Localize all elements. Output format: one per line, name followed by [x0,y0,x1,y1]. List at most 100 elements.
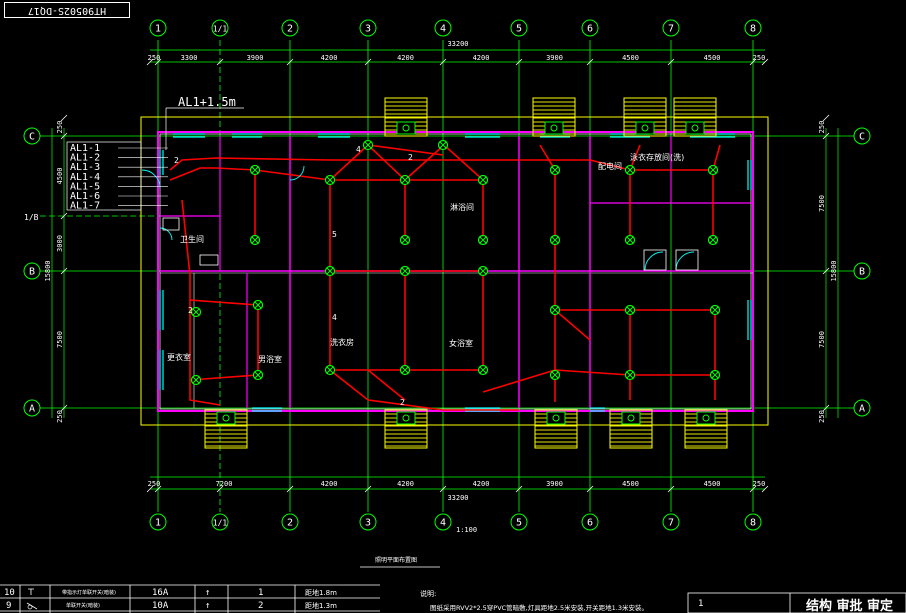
grid-bubble-column: 6 [581,513,599,531]
panel-circuit: AL1-1 [70,143,100,154]
grid-bubble-column: 4 [434,513,452,531]
grid-bubble-row: C [853,127,871,145]
sheet-code: HT90502S-DQ17 [4,2,130,18]
dimension-value: 7500 [818,195,826,212]
grid-bubble-column: 1/1 [211,513,229,531]
dimension-value: 15800 [44,260,52,281]
svg-text:1: 1 [155,24,161,35]
svg-text:B: B [29,267,35,278]
wire-mark: 2 [400,398,405,407]
wire-mark: 2 [188,306,193,315]
room-label: 泳衣存放间(洗) [630,152,684,162]
grid-bubble-column: 1/1 [211,19,229,37]
grid-bubble-column: 8 [744,19,762,37]
grid-bubble-column: 7 [662,513,680,531]
wire-mark: 5 [332,230,337,239]
room-label: 洗衣房 [330,337,354,347]
room-label: 女浴室 [449,338,473,348]
dimension-value: 4200 [397,54,414,62]
title-block: 1 结构 审批 审定 [687,592,906,613]
dimension-value: 4200 [397,480,414,488]
panel-circuit: AL1-3 [70,162,100,173]
light-fixture [324,174,336,186]
svg-text:8: 8 [750,518,756,529]
title-no: 1 [698,599,703,609]
panel-callout: AL1+1.5m AL1-1AL1-2AL1-3AL1-4AL1-5AL1-6A… [66,95,244,212]
dimension-value: 7200 [216,480,233,488]
light-fixture [399,174,411,186]
grid-bubble-column: 6 [581,19,599,37]
dimension-value: 250 [148,54,161,62]
grid-bubble-column: 4 [434,19,452,37]
svg-text:7: 7 [668,518,674,529]
wire-mark: 4 [356,145,361,154]
heater-unit [204,409,248,449]
light-fixture [324,265,336,277]
heater-unit [384,409,428,449]
svg-text:4: 4 [440,518,446,529]
room-label: 更衣室 [167,352,191,362]
grid-bubble-column: 5 [510,513,528,531]
building-outline [140,116,769,426]
dimension-value: 4200 [473,54,490,62]
panel-circuit: AL1-6 [70,191,100,202]
wire-mark: 2 [408,153,413,162]
dimension-value: 7500 [56,331,64,348]
dimension-value: 33200 [447,494,468,502]
panel-circuit: AL1-5 [70,181,100,192]
svg-text:1/1: 1/1 [213,519,228,528]
grid-extra-row: 1/B [24,213,39,222]
dimension-value: 4200 [321,54,338,62]
light-fixture [707,164,719,176]
dimension-value: 250 [818,410,826,423]
dimension-value: 3000 [56,235,64,252]
grid-bubble-column: 1 [149,513,167,531]
light-fixtures [190,139,721,386]
notes-text: 图纸采用RVV2*2.5穿PVC管暗敷,灯具距地2.5米安装,开关距地1.3米安… [430,603,648,612]
light-fixture [624,369,636,381]
svg-text:1/1: 1/1 [213,25,228,34]
svg-text:3: 3 [365,518,371,529]
svg-text:7: 7 [668,24,674,35]
legend-rating: 10A [152,601,169,611]
dimension-value: 3900 [546,54,563,62]
light-fixture [477,364,489,376]
svg-text:1: 1 [155,518,161,529]
room-label: 配电间 [598,161,622,171]
dimension-value: 4500 [704,480,721,488]
room-label: 淋浴间 [450,202,474,212]
dimension-value: 15800 [830,260,838,281]
vertical-grid-lines [157,40,754,512]
panel-circuit: AL1-2 [70,153,100,164]
light-fixture [324,364,336,376]
legend-name: 单联开关(暗装) [66,602,100,609]
dimension-value: 4500 [622,54,639,62]
light-fixture [477,174,489,186]
heater-unit [534,409,578,449]
grid-bubble-row: B [23,262,41,280]
wire-mark: 4 [332,313,337,322]
legend-name: 带指示灯单联开关(暗装) [62,589,116,596]
grid-bubble-column: 2 [281,513,299,531]
heater-unit [609,409,653,449]
dimension-value: 250 [148,480,161,488]
legend-no: 10 [4,588,15,598]
light-fixture [190,306,202,318]
dimension-value: 250 [818,121,826,134]
door-swings [141,165,695,271]
dimension-value: 3900 [546,480,563,488]
light-fixture [549,369,561,381]
grid-bubble-row: A [853,399,871,417]
light-fixture [624,304,636,316]
wire-mark: 2 [174,156,179,165]
grid-bubble-row: B [853,262,871,280]
dimension-value: 250 [753,480,766,488]
light-fixture [624,164,636,176]
dimension-value: 33200 [447,40,468,48]
title-sign: 结构 审批 审定 [806,598,893,613]
light-fixture [437,139,449,151]
room-labels: 淋浴间 洗衣房 更衣室 男浴室 女浴室 配电间 卫生间 泳衣存放间(洗) [167,152,684,364]
